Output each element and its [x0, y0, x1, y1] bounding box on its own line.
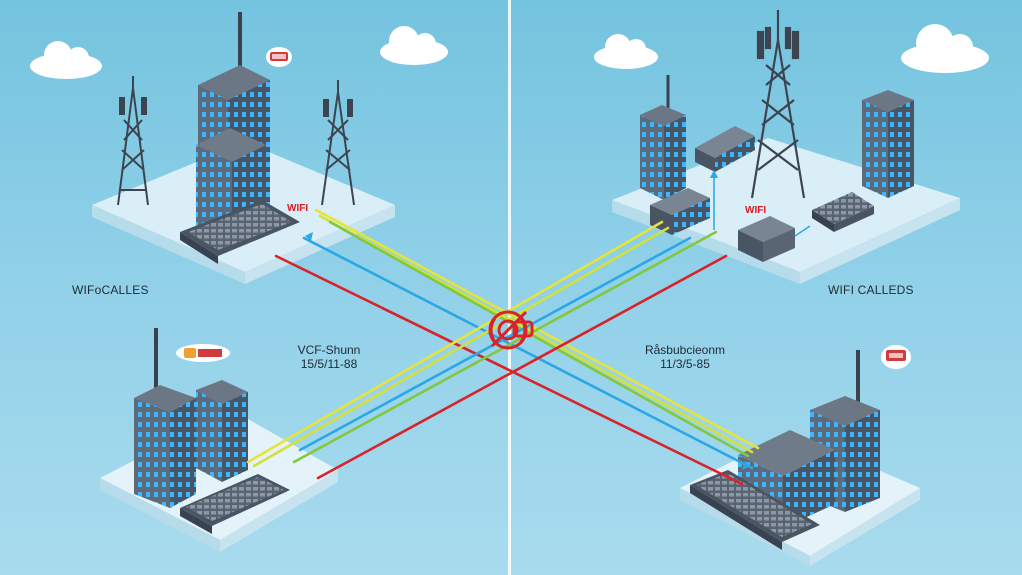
label-right-center: Råsbubcieonm 11/3/5-85 — [640, 343, 730, 371]
keyboard-switch — [812, 192, 874, 232]
cloud-icon — [901, 24, 989, 73]
router-box — [695, 126, 755, 172]
caption-top-right: WIFI CALLEDS — [828, 283, 914, 297]
center-divider — [508, 0, 511, 575]
cell-tower-icon — [321, 80, 355, 206]
link-green — [328, 220, 750, 458]
wifi-tag-right: WIFI — [745, 205, 767, 216]
link-yellow — [246, 220, 664, 464]
label-left-center-line1: VCF-Shunn — [297, 343, 361, 357]
caption-top-left: WIFoCALLES — [72, 283, 149, 297]
keyboard-switch — [690, 470, 820, 550]
keyboard-switch — [180, 200, 300, 264]
link-blue — [302, 236, 754, 470]
crossed-signal-icon — [488, 310, 534, 350]
cloud-icon — [30, 41, 102, 79]
label-left-center: VCF-Shunn 15/5/11-88 — [293, 343, 365, 371]
keyboard-switch — [180, 474, 290, 534]
link-yellow — [252, 226, 670, 468]
label-right-center-line1: Råsbubcieonm — [644, 343, 726, 357]
wifi-tag-left: WIFI — [287, 203, 309, 214]
server-rack-icon — [640, 75, 686, 200]
cloud-icon — [594, 34, 658, 69]
label-right-center-line2: 11/3/5-85 — [660, 357, 710, 371]
cloud-icon — [380, 26, 448, 65]
label-left-center-line2: 15/5/11-88 — [300, 357, 358, 371]
server-tower-short — [196, 380, 248, 482]
cell-tower-icon — [117, 76, 149, 206]
cell-tower-icon — [750, 10, 806, 199]
status-badge-icon — [176, 344, 230, 362]
router-box — [650, 188, 710, 235]
link-red — [316, 254, 728, 480]
server-rack-icon — [862, 90, 914, 198]
link-red — [274, 254, 744, 486]
link-arrow — [794, 225, 811, 237]
status-badge-icon — [881, 345, 911, 369]
router-box — [738, 216, 795, 262]
status-badge-icon — [266, 47, 292, 67]
server-tower-tall — [134, 328, 196, 508]
